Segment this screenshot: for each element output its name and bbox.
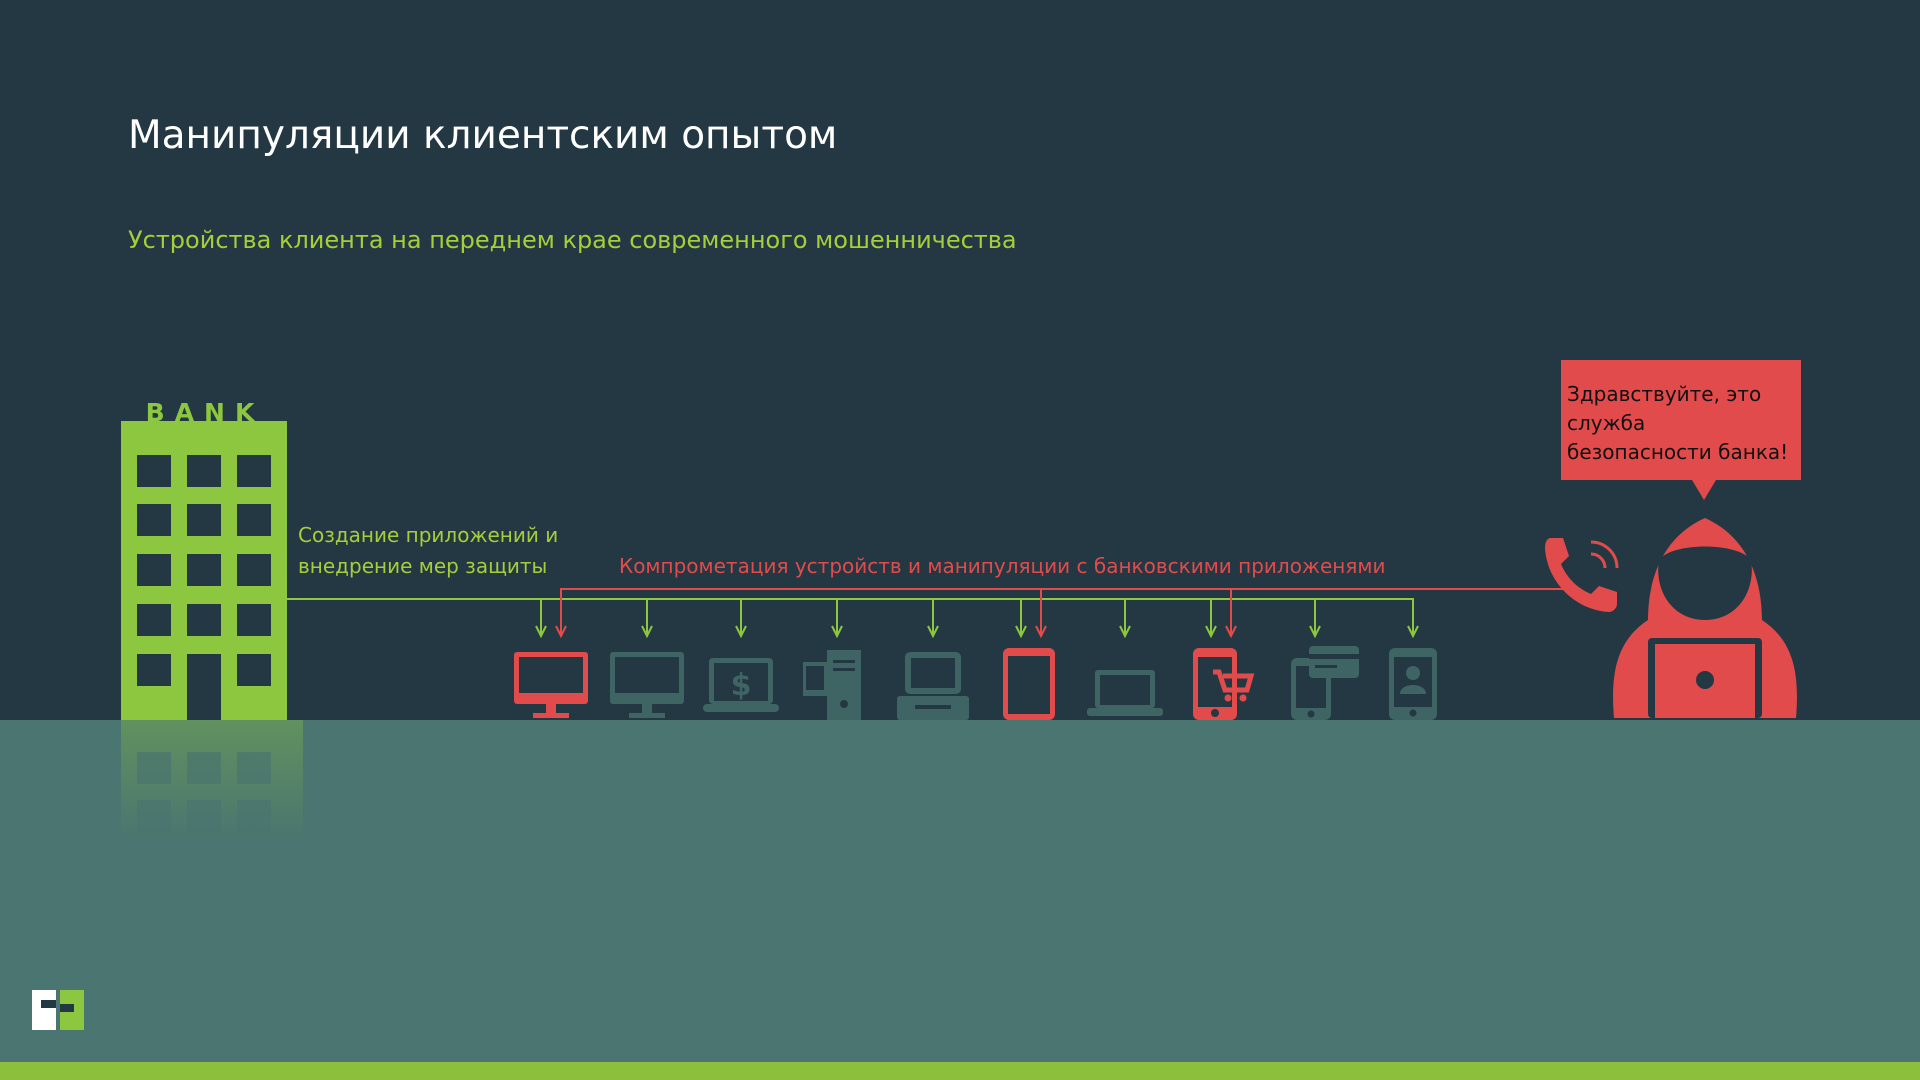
bottom-accent-strip bbox=[0, 1062, 1920, 1080]
phone-handset-icon bbox=[1545, 538, 1619, 612]
green-arrowhead bbox=[1015, 625, 1027, 639]
bank-note: Создание приложений и внедрение мер защи… bbox=[298, 523, 559, 578]
company-logo bbox=[32, 990, 84, 1030]
speech-bubble-tail bbox=[1692, 480, 1716, 500]
red-arrowhead bbox=[1035, 625, 1047, 639]
device-row: $ bbox=[514, 646, 1437, 720]
monitor-icon bbox=[514, 652, 588, 718]
attacker-connector-line bbox=[560, 588, 1575, 636]
red-arrowhead bbox=[555, 625, 567, 639]
green-arrowhead bbox=[535, 625, 547, 639]
ground-floor bbox=[0, 720, 1920, 1062]
phone-cart-icon bbox=[1193, 648, 1255, 720]
bank-reflection bbox=[121, 720, 303, 840]
desktop-tower-icon bbox=[803, 650, 861, 720]
laptop-icon bbox=[1087, 670, 1163, 716]
green-arrowhead bbox=[1119, 625, 1131, 639]
tablet-icon bbox=[1003, 648, 1055, 720]
phone-card-icon bbox=[1291, 646, 1359, 720]
red-arrowhead bbox=[1225, 625, 1237, 639]
monitor-icon bbox=[610, 652, 684, 718]
bank-label: BANK bbox=[145, 398, 265, 427]
connector-arrows bbox=[535, 589, 1419, 639]
green-arrowhead bbox=[1205, 625, 1217, 639]
green-arrowhead bbox=[641, 625, 653, 639]
attack-note: Компрометация устройств и манипуляции с … bbox=[619, 554, 1386, 578]
bank-building-icon bbox=[121, 421, 287, 720]
speech-bubble: Здравствуйте, это служба безопасности ба… bbox=[1561, 360, 1801, 480]
retro-computer-icon bbox=[897, 652, 969, 720]
svg-text:$: $ bbox=[731, 668, 752, 703]
laptop-dollar-icon: $ bbox=[703, 658, 779, 712]
hacker-figure-icon bbox=[1613, 518, 1797, 718]
green-arrowhead bbox=[831, 625, 843, 639]
green-arrowhead bbox=[1407, 625, 1419, 639]
slide-title: Манипуляции клиентским опытом bbox=[128, 113, 838, 158]
green-arrowhead bbox=[1309, 625, 1321, 639]
green-arrowhead bbox=[927, 625, 939, 639]
slide-subtitle: Устройства клиента на переднем крае совр… bbox=[128, 226, 1017, 254]
phone-contact-icon bbox=[1389, 648, 1437, 720]
green-arrowhead bbox=[735, 625, 747, 639]
